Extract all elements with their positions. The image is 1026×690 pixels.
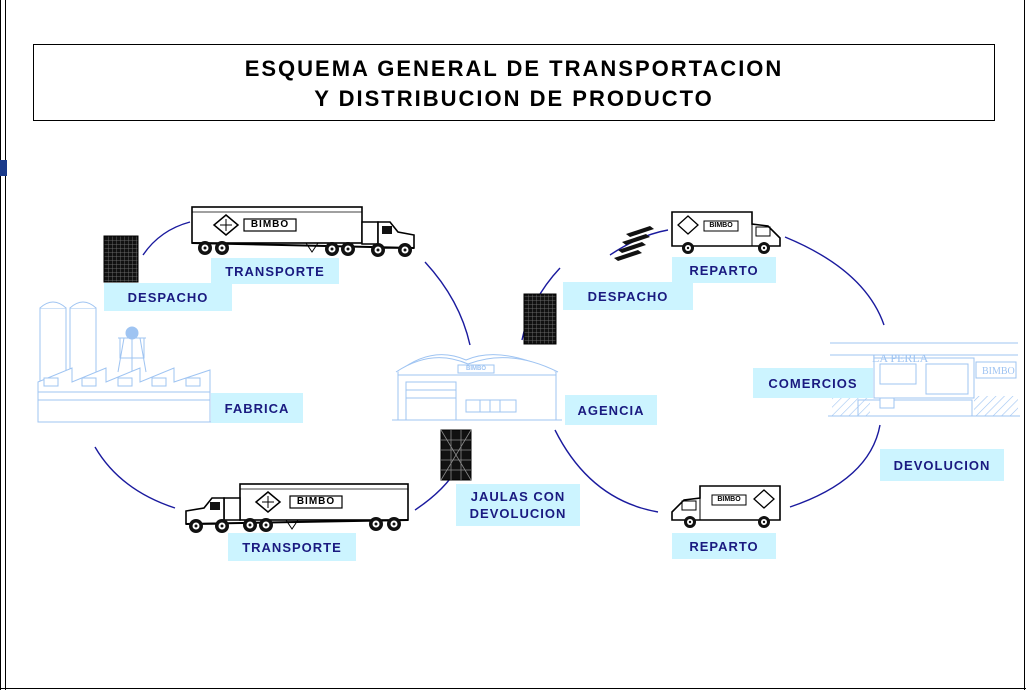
van-icon-bottom xyxy=(671,485,781,528)
arc-van-to-agencia xyxy=(554,429,659,513)
arc-despacho-to-truck xyxy=(142,221,191,256)
arc-fabrica-to-truck xyxy=(94,446,176,509)
van-brand-bottom: BIMBO xyxy=(717,496,741,503)
label-despacho-left: DESPACHO xyxy=(104,283,232,311)
arc-store-to-van xyxy=(789,424,881,508)
warehouse-brand: BIMBO xyxy=(466,366,486,372)
page-frame-bottom xyxy=(0,688,1026,689)
label-despacho-right: DESPACHO xyxy=(563,282,693,310)
store-sign-text: BIMBO xyxy=(982,366,1015,377)
label-agencia: AGENCIA xyxy=(565,395,657,425)
label-reparto-top: REPARTO xyxy=(672,257,776,283)
truck-icon-bottom xyxy=(185,483,409,533)
crate-icon-left xyxy=(103,235,139,283)
label-transporte-top: TRANSPORTE xyxy=(211,258,339,284)
crate-stack-icon xyxy=(614,226,654,261)
label-comercios: COMERCIOS xyxy=(753,368,873,398)
crate-icon-jaulas xyxy=(440,429,472,481)
label-reparto-bottom: REPARTO xyxy=(672,533,776,559)
arc-truck-to-agencia xyxy=(424,261,471,346)
store-icon xyxy=(828,342,1020,417)
title-box: ESQUEMA GENERAL DE TRANSPORTACION Y DIST… xyxy=(33,44,995,121)
title-line-1: ESQUEMA GENERAL DE TRANSPORTACION xyxy=(244,56,784,81)
label-fabrica: FABRICA xyxy=(211,393,303,423)
crate-icon-agencia xyxy=(523,293,557,345)
title-line-2: Y DISTRIBUCION DE PRODUCTO xyxy=(314,86,714,111)
side-marker xyxy=(0,160,7,176)
arc-van-to-store xyxy=(784,236,885,326)
label-transporte-bottom: TRANSPORTE xyxy=(228,533,356,561)
store-name-text: LA PERLA xyxy=(872,351,929,365)
label-devolucion: DEVOLUCION xyxy=(880,449,1004,481)
factory-icon xyxy=(37,301,230,423)
label-jaulas-devolucion: JAULAS CON DEVOLUCION xyxy=(456,484,580,526)
warehouse-icon xyxy=(392,354,562,421)
page-frame-left xyxy=(0,0,6,690)
van-icon-top xyxy=(671,211,781,254)
truck-brand-top: BIMBO xyxy=(250,219,290,230)
page-frame-right xyxy=(1024,0,1025,690)
truck-brand-bottom: BIMBO xyxy=(296,496,336,507)
truck-icon-top xyxy=(191,206,415,257)
van-brand-top: BIMBO xyxy=(709,222,733,229)
